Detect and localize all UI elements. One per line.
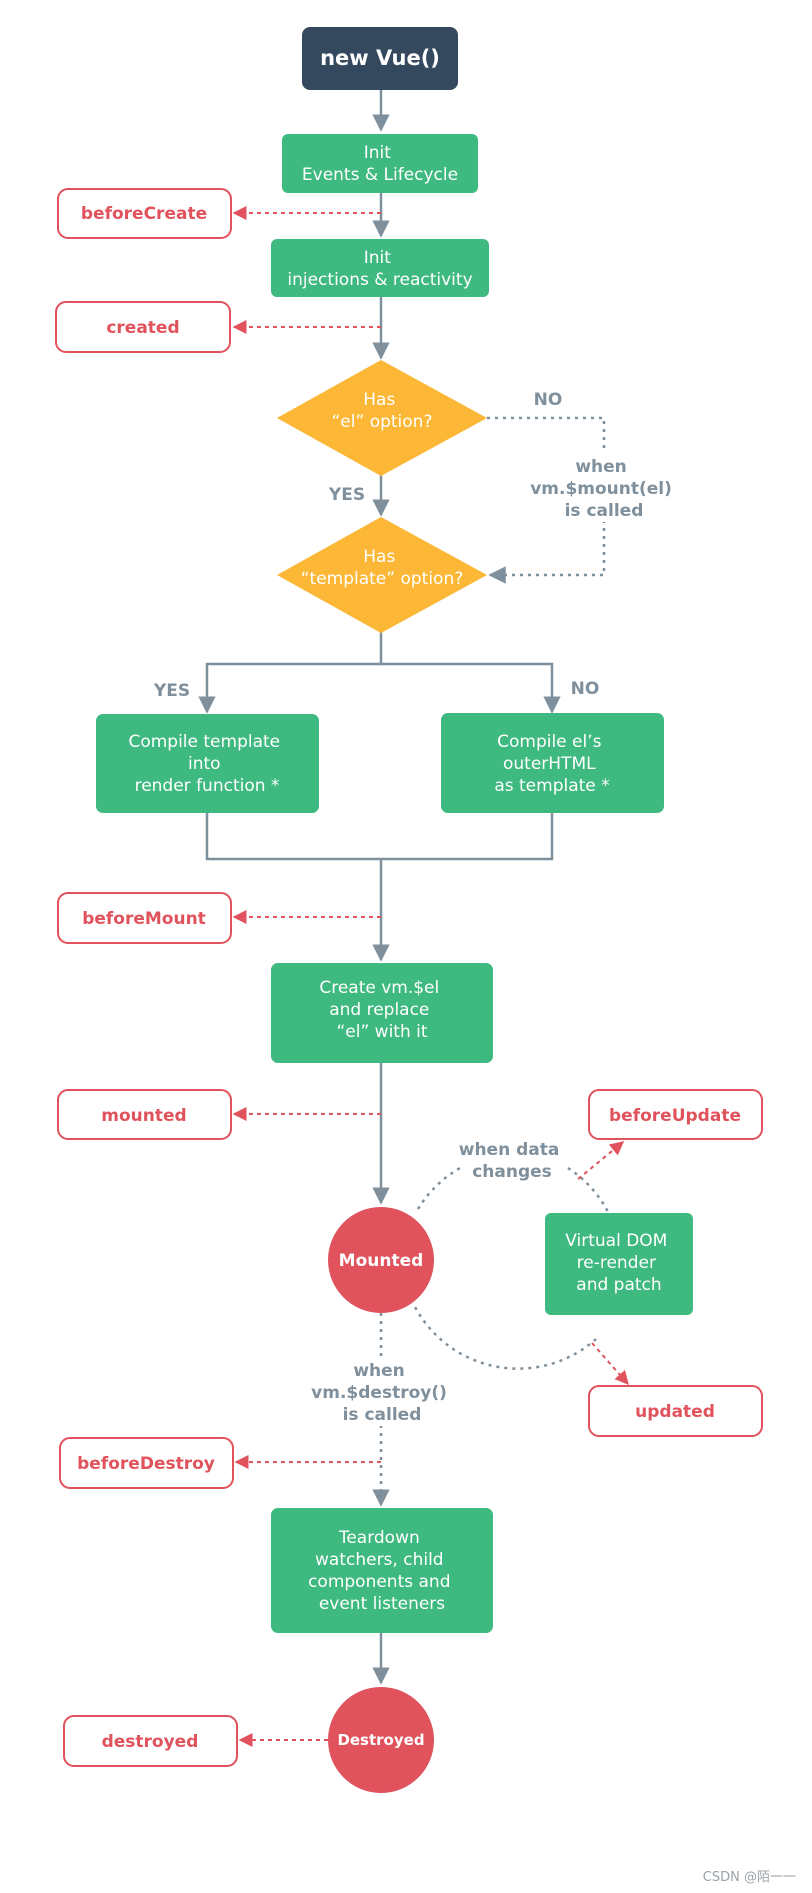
destroy-called-line: when bbox=[353, 1361, 404, 1381]
svg-text:when vm.$mount(el): when vm.$mount(el) is called bbox=[530, 457, 678, 521]
connector bbox=[205, 813, 554, 861]
virtual-dom-line: Virtual DOM bbox=[565, 1231, 667, 1251]
teardown-line: watchers, child bbox=[315, 1550, 444, 1570]
hook-before-destroy: beforeDestroy bbox=[59, 1437, 234, 1489]
mount-called-line: vm.$mount(el) bbox=[530, 479, 672, 499]
compile-template-line: Compile template bbox=[128, 732, 280, 752]
compile-el-line: as template * bbox=[494, 776, 609, 796]
destroy-called-line: is called bbox=[343, 1405, 422, 1425]
teardown-line: components and bbox=[308, 1572, 450, 1592]
updated-connector bbox=[591, 1342, 629, 1386]
has-el-line: “el” option? bbox=[332, 412, 433, 432]
create-el-line: Create vm.$el bbox=[319, 978, 439, 998]
teardown-line: Teardown bbox=[338, 1528, 420, 1548]
svg-text:Create vm.$el and replac: Create vm.$el and replace “el” with it bbox=[319, 978, 444, 1042]
init-injections-line: injections & reactivity bbox=[287, 270, 472, 290]
compile-template-line: into bbox=[188, 754, 221, 774]
data-changes-line: when data bbox=[459, 1140, 560, 1160]
virtual-dom-node: Virtual DOM re-render and patch bbox=[545, 1213, 693, 1315]
svg-text:Has “template” option?: Has “template” option? bbox=[301, 547, 464, 589]
init-injections-line: Init bbox=[364, 248, 392, 268]
svg-text:when data changes: when data changes bbox=[459, 1140, 566, 1182]
hook-mounted: mounted bbox=[57, 1089, 232, 1140]
svg-text:when vm.$destroy(): when vm.$destroy() is called bbox=[311, 1361, 453, 1425]
hook-before-mount-label: beforeMount bbox=[82, 909, 206, 929]
connector bbox=[381, 662, 561, 714]
mount-called-connector bbox=[488, 520, 606, 584]
compile-el-line: Compile el’s bbox=[497, 732, 602, 752]
update-cycle-arc-top bbox=[416, 1166, 461, 1210]
compile-el-node: Compile el’s outerHTML as template * bbox=[441, 713, 664, 813]
watermark: CSDN @陌一一 bbox=[702, 1870, 796, 1885]
hook-created: created bbox=[55, 301, 231, 353]
virtual-dom-line: re-render bbox=[577, 1253, 656, 1273]
hook-before-create: beforeCreate bbox=[57, 188, 232, 239]
teardown-line: event listeners bbox=[319, 1594, 445, 1614]
teardown-node: Teardown watchers, child components and … bbox=[271, 1508, 493, 1633]
main-flow-connectors bbox=[198, 90, 561, 1685]
update-cycle-arc-bottom bbox=[412, 1304, 597, 1370]
no-template-label: NO bbox=[571, 679, 600, 699]
mount-called-label: when vm.$mount(el) is called bbox=[530, 450, 678, 522]
mounted-state: Mounted bbox=[328, 1207, 434, 1313]
hook-updated: updated bbox=[588, 1385, 763, 1437]
hook-before-create-label: beforeCreate bbox=[81, 204, 207, 224]
init-events-line: Events & Lifecycle bbox=[302, 165, 458, 185]
has-template-line: Has bbox=[363, 547, 395, 567]
svg-text:Has “el” option?: Has “el” option? bbox=[332, 390, 433, 432]
connector bbox=[198, 632, 383, 714]
destroy-called-label: when vm.$destroy() is called bbox=[311, 1356, 453, 1426]
hook-mounted-label: mounted bbox=[101, 1106, 186, 1126]
new-vue-node: new Vue() bbox=[302, 27, 458, 90]
hook-destroyed: destroyed bbox=[63, 1715, 238, 1767]
svg-text:Init Events & Lifecycle: Init Events & Lifecycle bbox=[302, 143, 458, 185]
has-template-line: “template” option? bbox=[301, 569, 464, 589]
hook-created-label: created bbox=[106, 318, 179, 338]
compile-template-node: Compile template into render function * bbox=[96, 714, 319, 813]
mount-called-line: when bbox=[575, 457, 626, 477]
svg-text:Compile template into: Compile template into render function * bbox=[128, 732, 285, 796]
svg-text:Init injections & reacti: Init injections & reactivity bbox=[287, 248, 472, 290]
data-changes-label: when data changes bbox=[459, 1140, 566, 1182]
init-events-line: Init bbox=[364, 143, 392, 163]
hook-before-update-label: beforeUpdate bbox=[609, 1106, 741, 1126]
has-template-decision: Has “template” option? bbox=[277, 517, 487, 633]
init-injections-node: Init injections & reactivity bbox=[271, 239, 489, 297]
mount-called-line: is called bbox=[565, 501, 644, 521]
create-el-line: and replace bbox=[329, 1000, 429, 1020]
mounted-state-label: Mounted bbox=[339, 1251, 424, 1271]
create-el-node: Create vm.$el and replace “el” with it bbox=[271, 963, 493, 1063]
update-cycle-arc-right bbox=[567, 1166, 610, 1213]
yes-el-label: YES bbox=[328, 485, 365, 505]
svg-text:Teardown watchers, child: Teardown watchers, child components and … bbox=[308, 1528, 456, 1614]
svg-text:Compile el’s outerHTML: Compile el’s outerHTML as template * bbox=[494, 732, 609, 796]
destroy-called-line: vm.$destroy() bbox=[311, 1383, 447, 1403]
no-el-connector bbox=[487, 416, 606, 455]
svg-text:Virtual DOM re-render: Virtual DOM re-render and patch bbox=[565, 1231, 673, 1295]
new-vue-label: new Vue() bbox=[320, 46, 440, 70]
create-el-line: “el” with it bbox=[336, 1022, 427, 1042]
has-el-line: Has bbox=[363, 390, 395, 410]
yes-template-label: YES bbox=[153, 681, 190, 701]
init-events-node: Init Events & Lifecycle bbox=[282, 134, 478, 193]
compile-template-line: render function * bbox=[135, 776, 280, 796]
virtual-dom-line: and patch bbox=[576, 1275, 661, 1295]
hook-before-destroy-label: beforeDestroy bbox=[77, 1454, 215, 1474]
hook-connectors bbox=[232, 206, 629, 1747]
has-el-decision: Has “el” option? bbox=[277, 360, 487, 476]
compile-el-line: outerHTML bbox=[503, 754, 596, 774]
hook-updated-label: updated bbox=[635, 1402, 715, 1422]
hook-destroyed-label: destroyed bbox=[102, 1732, 199, 1752]
hook-before-mount: beforeMount bbox=[57, 892, 232, 944]
destroyed-state-label: Destroyed bbox=[337, 1731, 424, 1749]
destroyed-state: Destroyed bbox=[328, 1687, 434, 1793]
before-update-connector bbox=[577, 1141, 625, 1180]
hook-before-update: beforeUpdate bbox=[588, 1089, 763, 1140]
data-changes-line: changes bbox=[472, 1162, 552, 1182]
no-el-label: NO bbox=[534, 390, 563, 410]
